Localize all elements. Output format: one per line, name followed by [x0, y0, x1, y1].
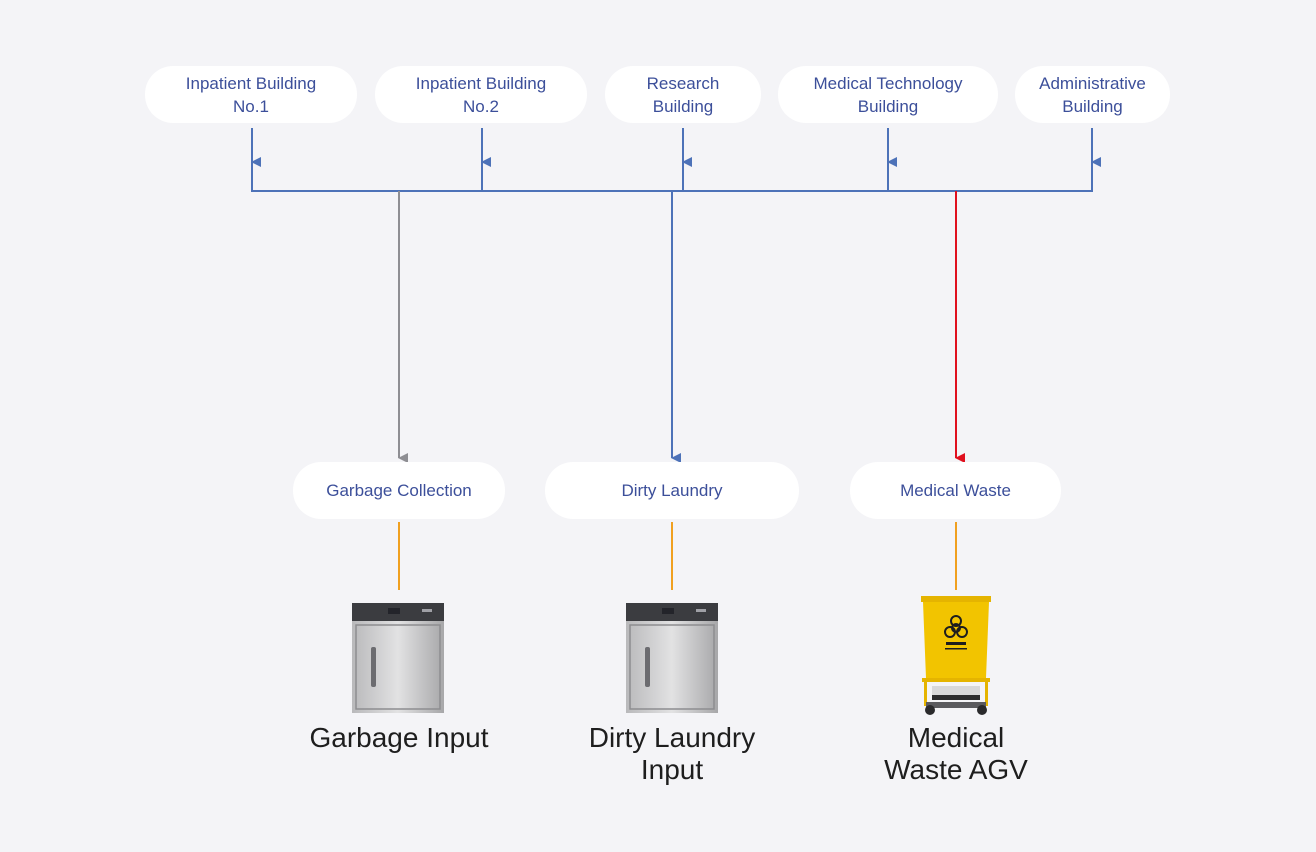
dest-dirty-laundry: Dirty Laundry	[545, 462, 799, 519]
cabinet-icon	[352, 603, 444, 713]
source-research-building: Research Building	[605, 66, 761, 123]
source-inpatient-building-1: Inpatient Building No.1	[145, 66, 357, 123]
source-administrative-building: Administrative Building	[1015, 66, 1170, 123]
source-inpatient-building-2: Inpatient Building No.2	[375, 66, 587, 123]
cabinet-icon	[626, 603, 718, 713]
dest-garbage-collection: Garbage Collection	[293, 462, 505, 519]
output-dirty-laundry-input: Dirty Laundry Input	[588, 722, 756, 785]
waste-agv-icon	[921, 596, 991, 715]
output-medical-waste-agv: Medical Waste AGV	[884, 722, 1028, 785]
dest-medical-waste: Medical Waste	[850, 462, 1061, 519]
source-medical-technology-building: Medical Technology Building	[778, 66, 998, 123]
output-garbage-input: Garbage Input	[309, 722, 489, 753]
